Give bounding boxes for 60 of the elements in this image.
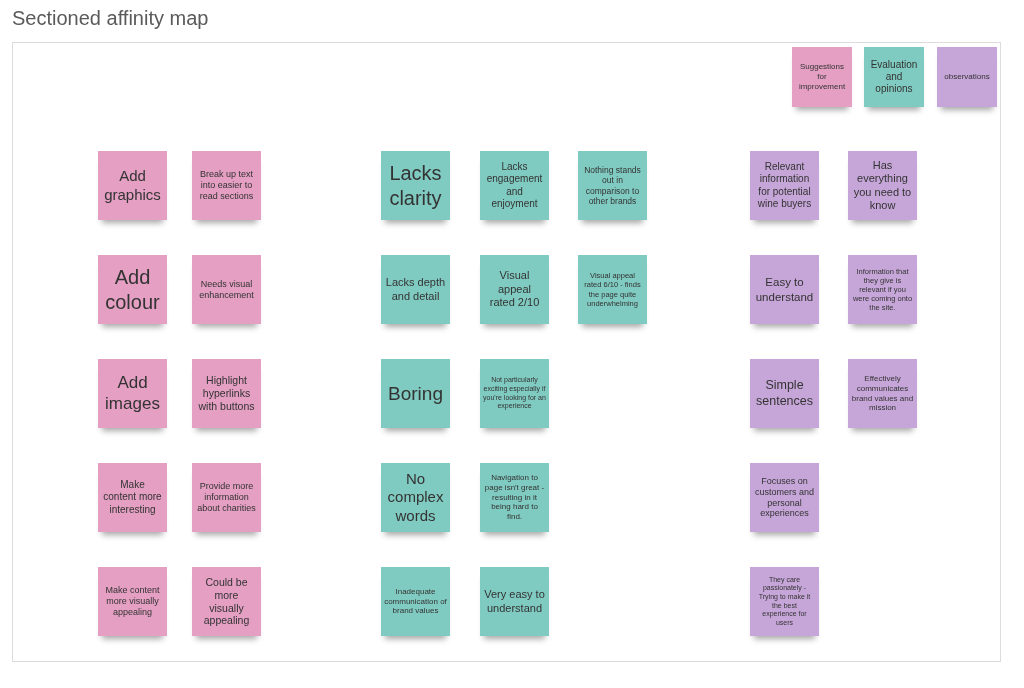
note-text: Boring bbox=[388, 381, 443, 406]
note-text: Navigation to page isn't great - resulting in it being hard to find. bbox=[484, 473, 545, 522]
sticky-note bbox=[480, 151, 549, 220]
note-text: Provide more information about charities bbox=[196, 481, 257, 514]
note-text: Make content more visually appealing bbox=[104, 585, 161, 618]
sticky-note bbox=[480, 255, 549, 324]
title: Sectioned affinity map bbox=[12, 7, 209, 30]
sticky-note bbox=[192, 151, 261, 220]
sticky-note bbox=[381, 151, 450, 220]
sticky-note bbox=[98, 151, 167, 220]
note-text: Lacks depth and detail bbox=[384, 276, 447, 303]
note-text: Focuses on customers and personal experiences bbox=[754, 475, 815, 520]
note-text: Needs visual enhancement bbox=[198, 278, 255, 301]
note-text: Nothing stands out in comparison to other brands bbox=[583, 164, 642, 207]
sticky-note bbox=[578, 255, 647, 324]
note-text: Visual appeal rated 2/10 bbox=[488, 269, 541, 310]
sticky-note bbox=[848, 359, 917, 428]
sticky-note bbox=[750, 255, 819, 324]
sticky-note bbox=[381, 255, 450, 324]
note-text: Very easy to understand bbox=[484, 588, 545, 615]
sticky-note bbox=[192, 567, 261, 636]
sticky-note bbox=[750, 151, 819, 220]
sticky-note bbox=[750, 463, 819, 532]
note-text: Could be more visually appealing bbox=[202, 575, 251, 628]
note-text: Inadequate communication of brand values bbox=[384, 586, 447, 617]
sticky-note bbox=[848, 255, 917, 324]
sticky-note bbox=[750, 567, 819, 636]
note-text: Effectively communicates brand values and mission bbox=[850, 374, 915, 413]
note-text: Make content more interesting bbox=[103, 479, 162, 516]
note-text: Simple sentences bbox=[755, 378, 814, 409]
sticky-note bbox=[98, 463, 167, 532]
note-text: No complex words bbox=[386, 470, 445, 525]
sticky-note bbox=[750, 359, 819, 428]
note-text: Add images bbox=[104, 372, 161, 415]
sticky-note bbox=[381, 359, 450, 428]
note-text: Relevant information for potential wine buyers bbox=[756, 161, 813, 210]
sticky-note bbox=[381, 463, 450, 532]
sticky-note bbox=[480, 359, 549, 428]
note-text: Easy to understand bbox=[754, 275, 815, 304]
sticky-note bbox=[480, 463, 549, 532]
note-text: Lacks engagement and enjoyment bbox=[485, 161, 544, 210]
sticky-note bbox=[98, 567, 167, 636]
sticky-note bbox=[480, 567, 549, 636]
note-text: Has everything you need to know bbox=[852, 158, 913, 213]
legend-text: Evaluation and opinions bbox=[869, 58, 919, 96]
note-text: Lacks clarity bbox=[388, 161, 443, 210]
legend-text: Suggestions for improvement bbox=[797, 62, 847, 92]
note-text: Add graphics bbox=[103, 167, 162, 204]
sticky-note bbox=[192, 463, 261, 532]
note-text: Break up text into easier to read sections bbox=[198, 169, 255, 202]
sticky-note bbox=[381, 567, 450, 636]
note-text: Highlight hyperlinks with buttons bbox=[197, 374, 256, 413]
sticky-note bbox=[98, 255, 167, 324]
sticky-note bbox=[192, 359, 261, 428]
sticky-note bbox=[98, 359, 167, 428]
note-text: Add colour bbox=[104, 265, 161, 314]
sticky-note bbox=[578, 151, 647, 220]
sticky-note bbox=[848, 151, 917, 220]
legend-text: observations bbox=[944, 72, 990, 82]
sticky-note bbox=[192, 255, 261, 324]
